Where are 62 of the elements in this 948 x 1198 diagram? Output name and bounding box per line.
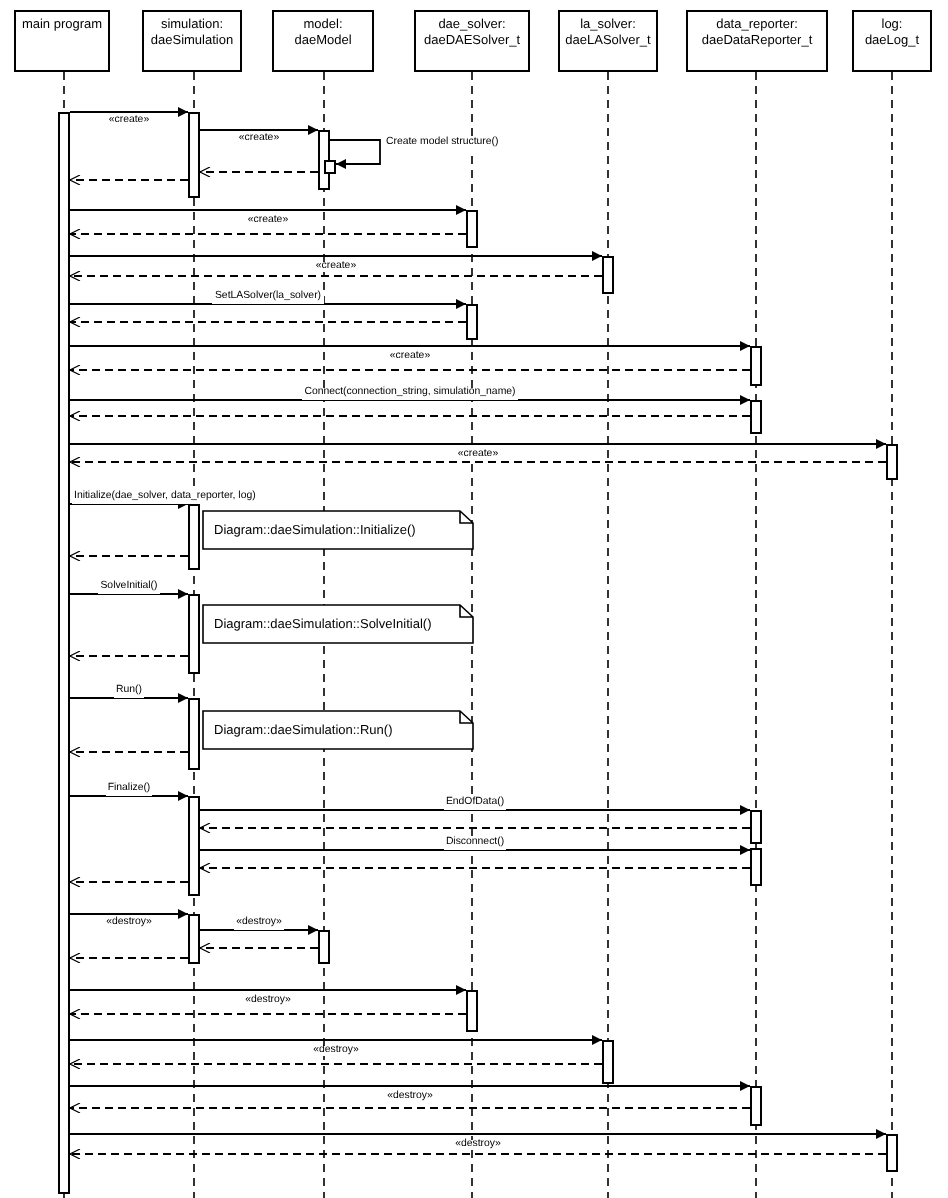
activation-bar: [318, 930, 330, 964]
message-arrow: [69, 299, 467, 309]
activation-bar: [886, 444, 898, 480]
activation-bar: [188, 796, 200, 896]
message-arrow: [69, 251, 603, 261]
return-arrow: [69, 876, 189, 888]
activation-bar: [750, 810, 762, 844]
return-arrow: [199, 166, 319, 178]
return-arrow: [69, 1058, 603, 1070]
activation-bar: [750, 346, 762, 386]
message-arrow: [69, 791, 189, 801]
return-arrow: [199, 862, 751, 874]
message-arrow: [199, 925, 319, 935]
message-arrow: [69, 439, 887, 449]
return-arrow: [69, 456, 887, 468]
activation-bar: [750, 1086, 762, 1126]
message-arrow: [69, 341, 751, 351]
return-arrow: [199, 942, 319, 954]
return-arrow: [69, 1102, 751, 1114]
message-arrow: [69, 693, 189, 703]
activation-bar: [188, 698, 200, 770]
return-arrow: [69, 1148, 887, 1160]
activation-bar: [466, 210, 478, 248]
message-arrow: [329, 139, 381, 169]
return-arrow: [69, 270, 603, 282]
message-arrow: [199, 805, 751, 815]
return-arrow: [69, 410, 751, 422]
message-arrow: [69, 589, 189, 599]
message-arrow: [69, 205, 467, 215]
activation-bar: [466, 990, 478, 1032]
return-arrow: [69, 550, 189, 562]
message-arrow: [69, 107, 189, 117]
activation-bar: [188, 504, 200, 570]
return-arrow: [69, 650, 189, 662]
activation-bar: [602, 256, 614, 294]
activation-bar: [188, 112, 200, 198]
message-arrow: [69, 985, 467, 995]
return-arrow: [69, 228, 467, 240]
message-arrow: [69, 1129, 887, 1139]
return-arrow: [69, 364, 751, 376]
message-arrow: [69, 395, 751, 405]
return-arrow: [69, 316, 467, 328]
activation-bar: [602, 1040, 614, 1084]
activation-bar: [188, 594, 200, 674]
activation-bar: [886, 1134, 898, 1172]
activation-bar: [188, 914, 200, 964]
activation-bar: [750, 848, 762, 886]
activation-bar: [750, 400, 762, 434]
return-arrow: [69, 1008, 467, 1020]
return-arrow: [69, 174, 189, 186]
activation-bar: [58, 112, 70, 1194]
message-arrow: [69, 499, 189, 509]
message-arrow: [69, 1035, 603, 1045]
message-arrow: [69, 1081, 751, 1091]
activation-bar: [324, 160, 336, 174]
message-arrow: [199, 845, 751, 855]
message-arrow: [199, 125, 319, 135]
return-arrow: [69, 746, 189, 758]
activation-bar: [466, 304, 478, 340]
return-arrow: [199, 822, 751, 834]
message-arrow: [69, 909, 189, 919]
return-arrow: [69, 952, 189, 964]
